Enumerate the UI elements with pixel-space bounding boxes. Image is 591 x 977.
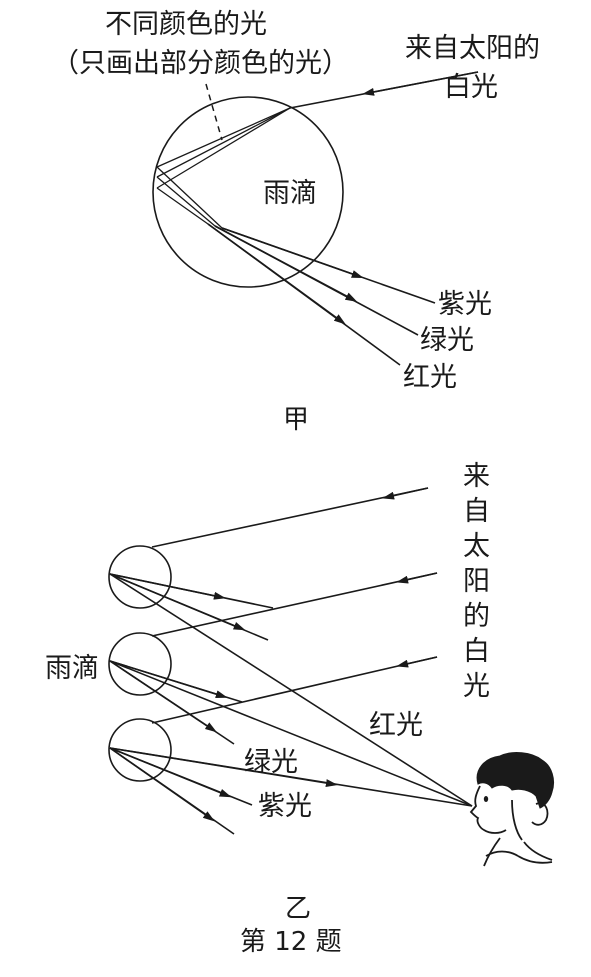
top-drop-red-to-eye [109,573,473,807]
sun-ray-top [151,487,429,548]
middle-drop-red-arrow [109,660,217,733]
boy-ear [531,802,549,826]
sunlight-char-4: 阳 [463,566,490,597]
colors-note-label: （只画出部分颜色的光） [52,48,349,79]
internal-ray-6 [156,187,209,225]
raindrop-bottom [108,718,172,782]
bottom-drop-red-arrow [109,747,215,822]
sunlight-char-3: 太 [463,531,490,562]
problem-number-label: 第 12 题 [240,927,342,957]
internal-ray-4 [156,166,223,229]
middle-drop-violet-arrow [109,660,228,699]
red-label: 红光 [403,362,457,393]
bottom-drop-green-arrow [109,747,232,798]
green-ray-arrow [214,225,358,302]
raindrop-top [108,545,172,609]
boy-shoulder [517,855,553,864]
sunlight-char-7: 光 [463,671,490,702]
figure-a-caption: 甲 [283,405,309,435]
violet-ray-arrow [221,227,364,278]
sun-ray-bottom-arrow [396,656,438,668]
figure-b-caption: 乙 [285,894,311,924]
bottom-drop-violet-arrow [109,747,338,787]
boy-face-profile [469,785,507,834]
middle-drop-green-to-eye [109,660,473,807]
boy-collar [485,850,519,857]
internal-ray-2 [156,107,291,178]
top-drop-green-arrow [109,573,246,631]
red-ray-arrow [207,223,346,325]
sun-ray-top-arrow [382,487,429,500]
sun-ray-bottom [151,656,438,724]
boy-eye [483,796,489,802]
figure-b: 来 自 太 阳 的 白 光 [45,461,555,924]
raindrop-label: 雨滴 [263,178,317,209]
boy-neck-back [523,841,553,861]
red-light-label: 红光 [369,710,423,741]
violet-light-label: 紫光 [258,791,312,822]
sunlight-char-1: 来 [463,461,490,492]
violet-label: 紫光 [438,289,492,320]
figure-a: 不同颜色的光 （只画出部分颜色的光） 来自太阳的 白光 雨滴 紫光 绿光 红光 … [52,9,540,435]
sunlight-label-line1: 来自太阳的 [405,33,540,64]
raindrop-middle [108,632,172,696]
sunlight-char-5: 的 [463,601,490,632]
boy-hair [476,752,555,809]
internal-ray-3 [156,107,291,189]
raindrops-label: 雨滴 [45,653,99,684]
internal-ray-5 [156,176,216,227]
internal-ray-1 [156,107,291,168]
raindrop-circle [152,96,344,288]
boy-neck-front [483,837,501,867]
sun-ray-middle-arrow [396,572,438,584]
green-light-label: 绿光 [244,747,298,778]
sunlight-char-6: 白 [463,636,490,667]
sunlight-char-2: 自 [463,496,490,527]
colors-title-label: 不同颜色的光 [105,9,267,40]
top-drop-violet-arrow [109,573,226,600]
observer-boy-illustration [469,752,555,867]
incoming-ray-arrow [362,71,479,96]
sun-ray-middle [151,572,438,637]
boy-cheek-line [511,799,523,841]
pointer-dashed-line [205,83,223,141]
green-label: 绿光 [420,325,474,356]
